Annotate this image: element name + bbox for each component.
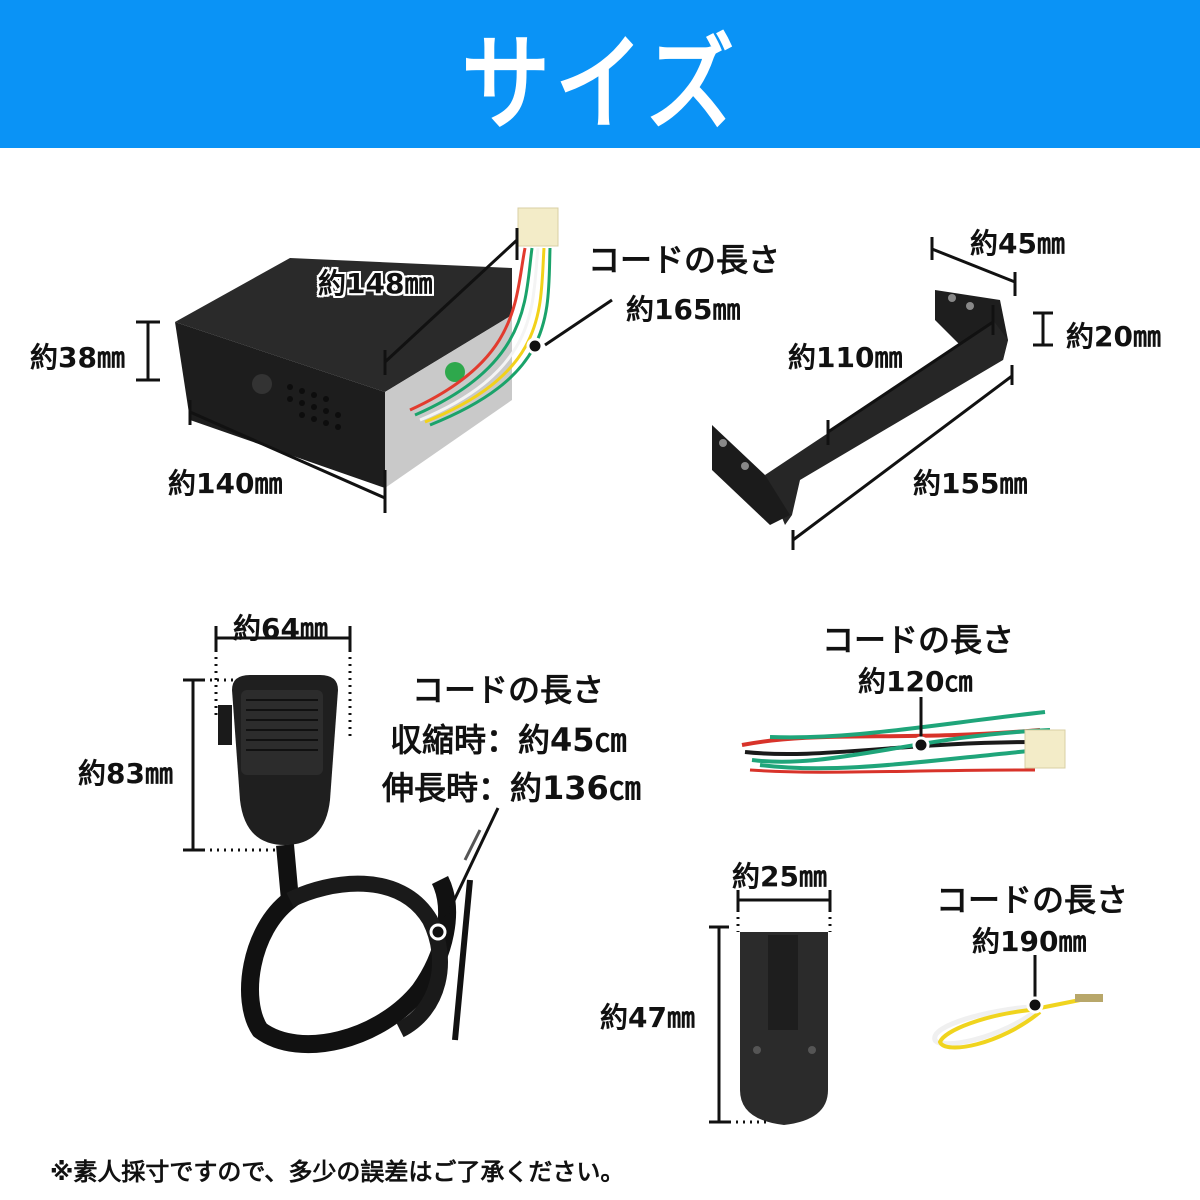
mic-hanger-height-label: 約47㎜ <box>600 1001 695 1034</box>
microphone-height-label: 約83㎜ <box>78 757 173 790</box>
microphone-width-label: 約64㎜ <box>233 612 328 645</box>
microphone-dimension-lines <box>183 626 500 931</box>
jumper-wire-cord-title: コードの長さ <box>936 881 1129 919</box>
amplifier-depth-label: 約140㎜ <box>168 467 283 500</box>
bracket-dimension-lines <box>791 237 1053 550</box>
microphone-cord-extended: 伸長時：約136㎝ <box>382 769 641 807</box>
page-title: サイズ <box>461 22 739 145</box>
amplifier-width-label: 約148㎜ <box>318 267 433 300</box>
jumper-wire-cord-length: 約190㎜ <box>972 925 1087 958</box>
amplifier-cord-length: 約165㎜ <box>626 293 741 326</box>
measurement-disclaimer: ※素人採寸ですので、多少の誤差はご了承ください。 <box>50 1158 625 1186</box>
bracket-image <box>712 290 1008 525</box>
bracket-outer-length-label: 約155㎜ <box>913 467 1028 500</box>
amplifier-box-image <box>175 207 559 488</box>
microphone-image <box>218 675 482 1054</box>
header-banner: サイズ <box>0 0 1200 148</box>
bracket-top-width-label: 約45㎜ <box>970 227 1065 260</box>
amplifier-box-dimension-lines <box>136 228 613 513</box>
microphone-cord-title: コードの長さ <box>412 671 605 709</box>
mic-hanger-dimension-lines <box>709 890 832 1124</box>
amplifier-cord-title: コードの長さ <box>588 241 781 279</box>
microphone-cord-retracted: 収縮時：約45㎝ <box>390 721 627 759</box>
power-cord-title: コードの長さ <box>822 621 1015 659</box>
mic-hanger-width-label: 約25㎜ <box>732 860 827 893</box>
amplifier-height-label: 約38㎜ <box>30 341 125 374</box>
bracket-inner-length-label: 約110㎜ <box>788 341 903 374</box>
bracket-height-label: 約20㎜ <box>1066 320 1161 353</box>
mic-hanger-image <box>740 932 828 1125</box>
power-cord-length: 約120㎝ <box>858 665 973 698</box>
power-cord-image <box>741 710 1066 774</box>
jumper-wire-image <box>932 994 1103 1050</box>
